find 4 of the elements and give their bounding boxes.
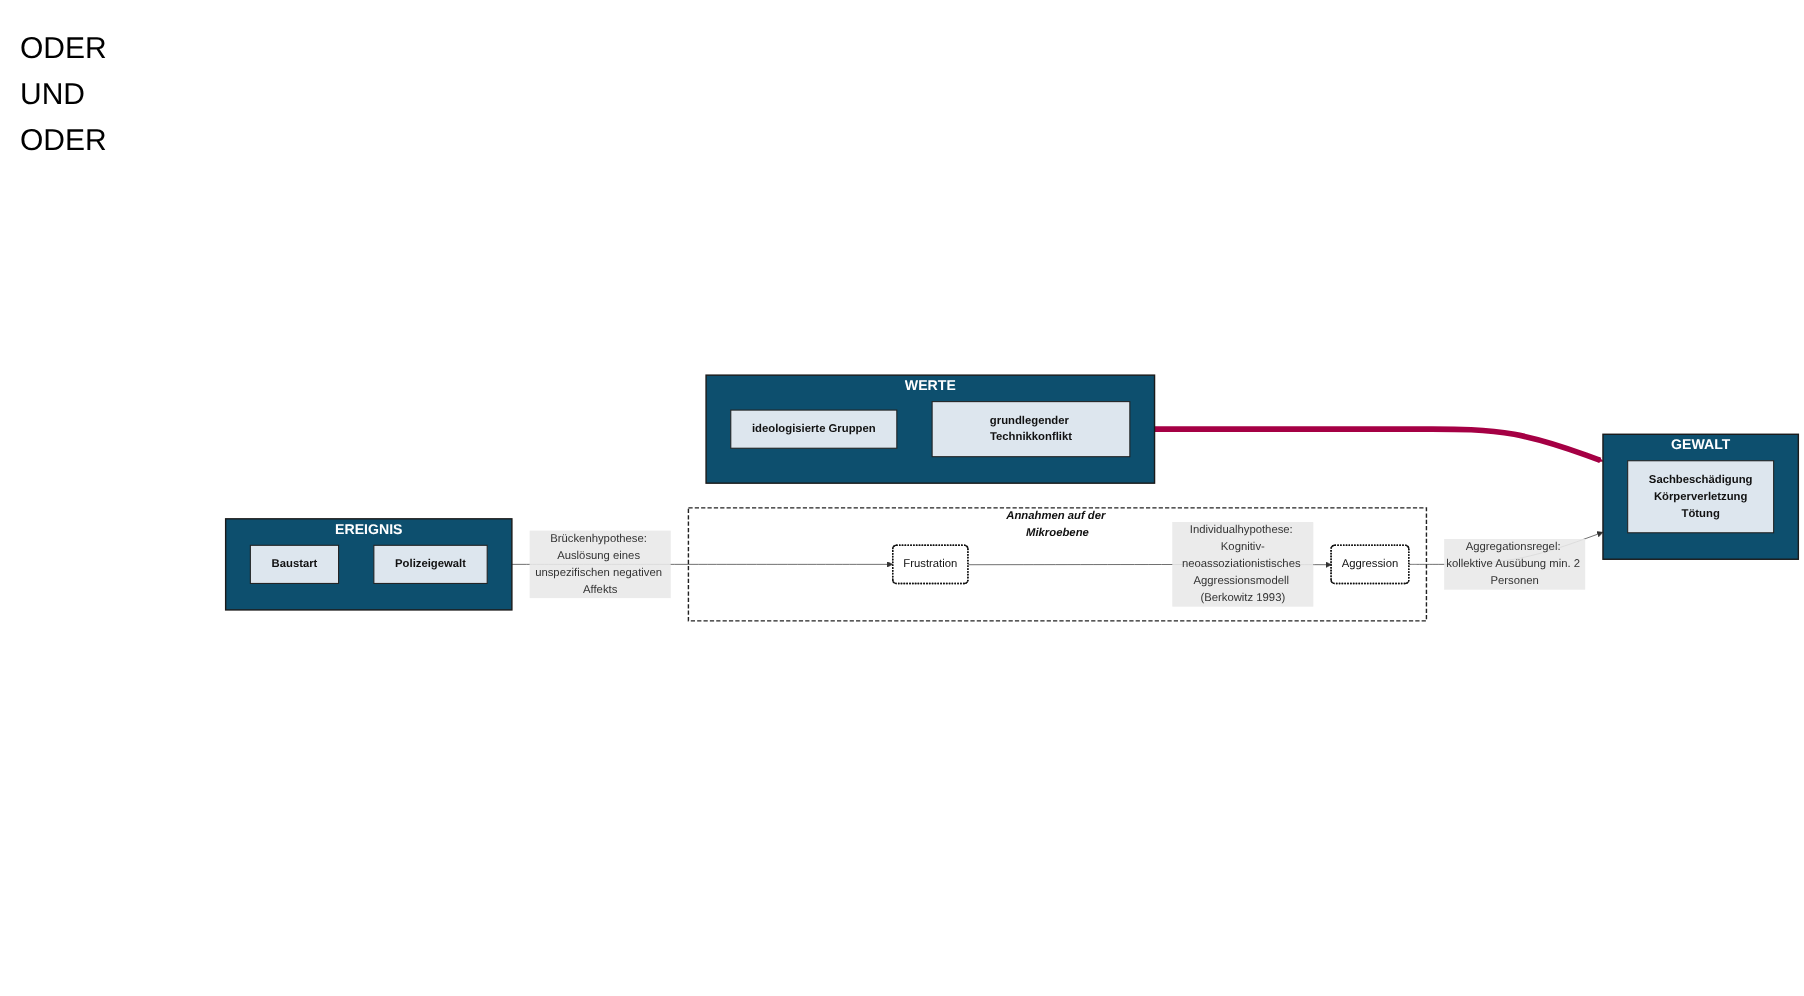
note-text: ODER (20, 124, 109, 158)
note-text: ODER (20, 32, 109, 66)
arrow (1154, 426, 1604, 463)
note-text: UND (20, 78, 87, 112)
